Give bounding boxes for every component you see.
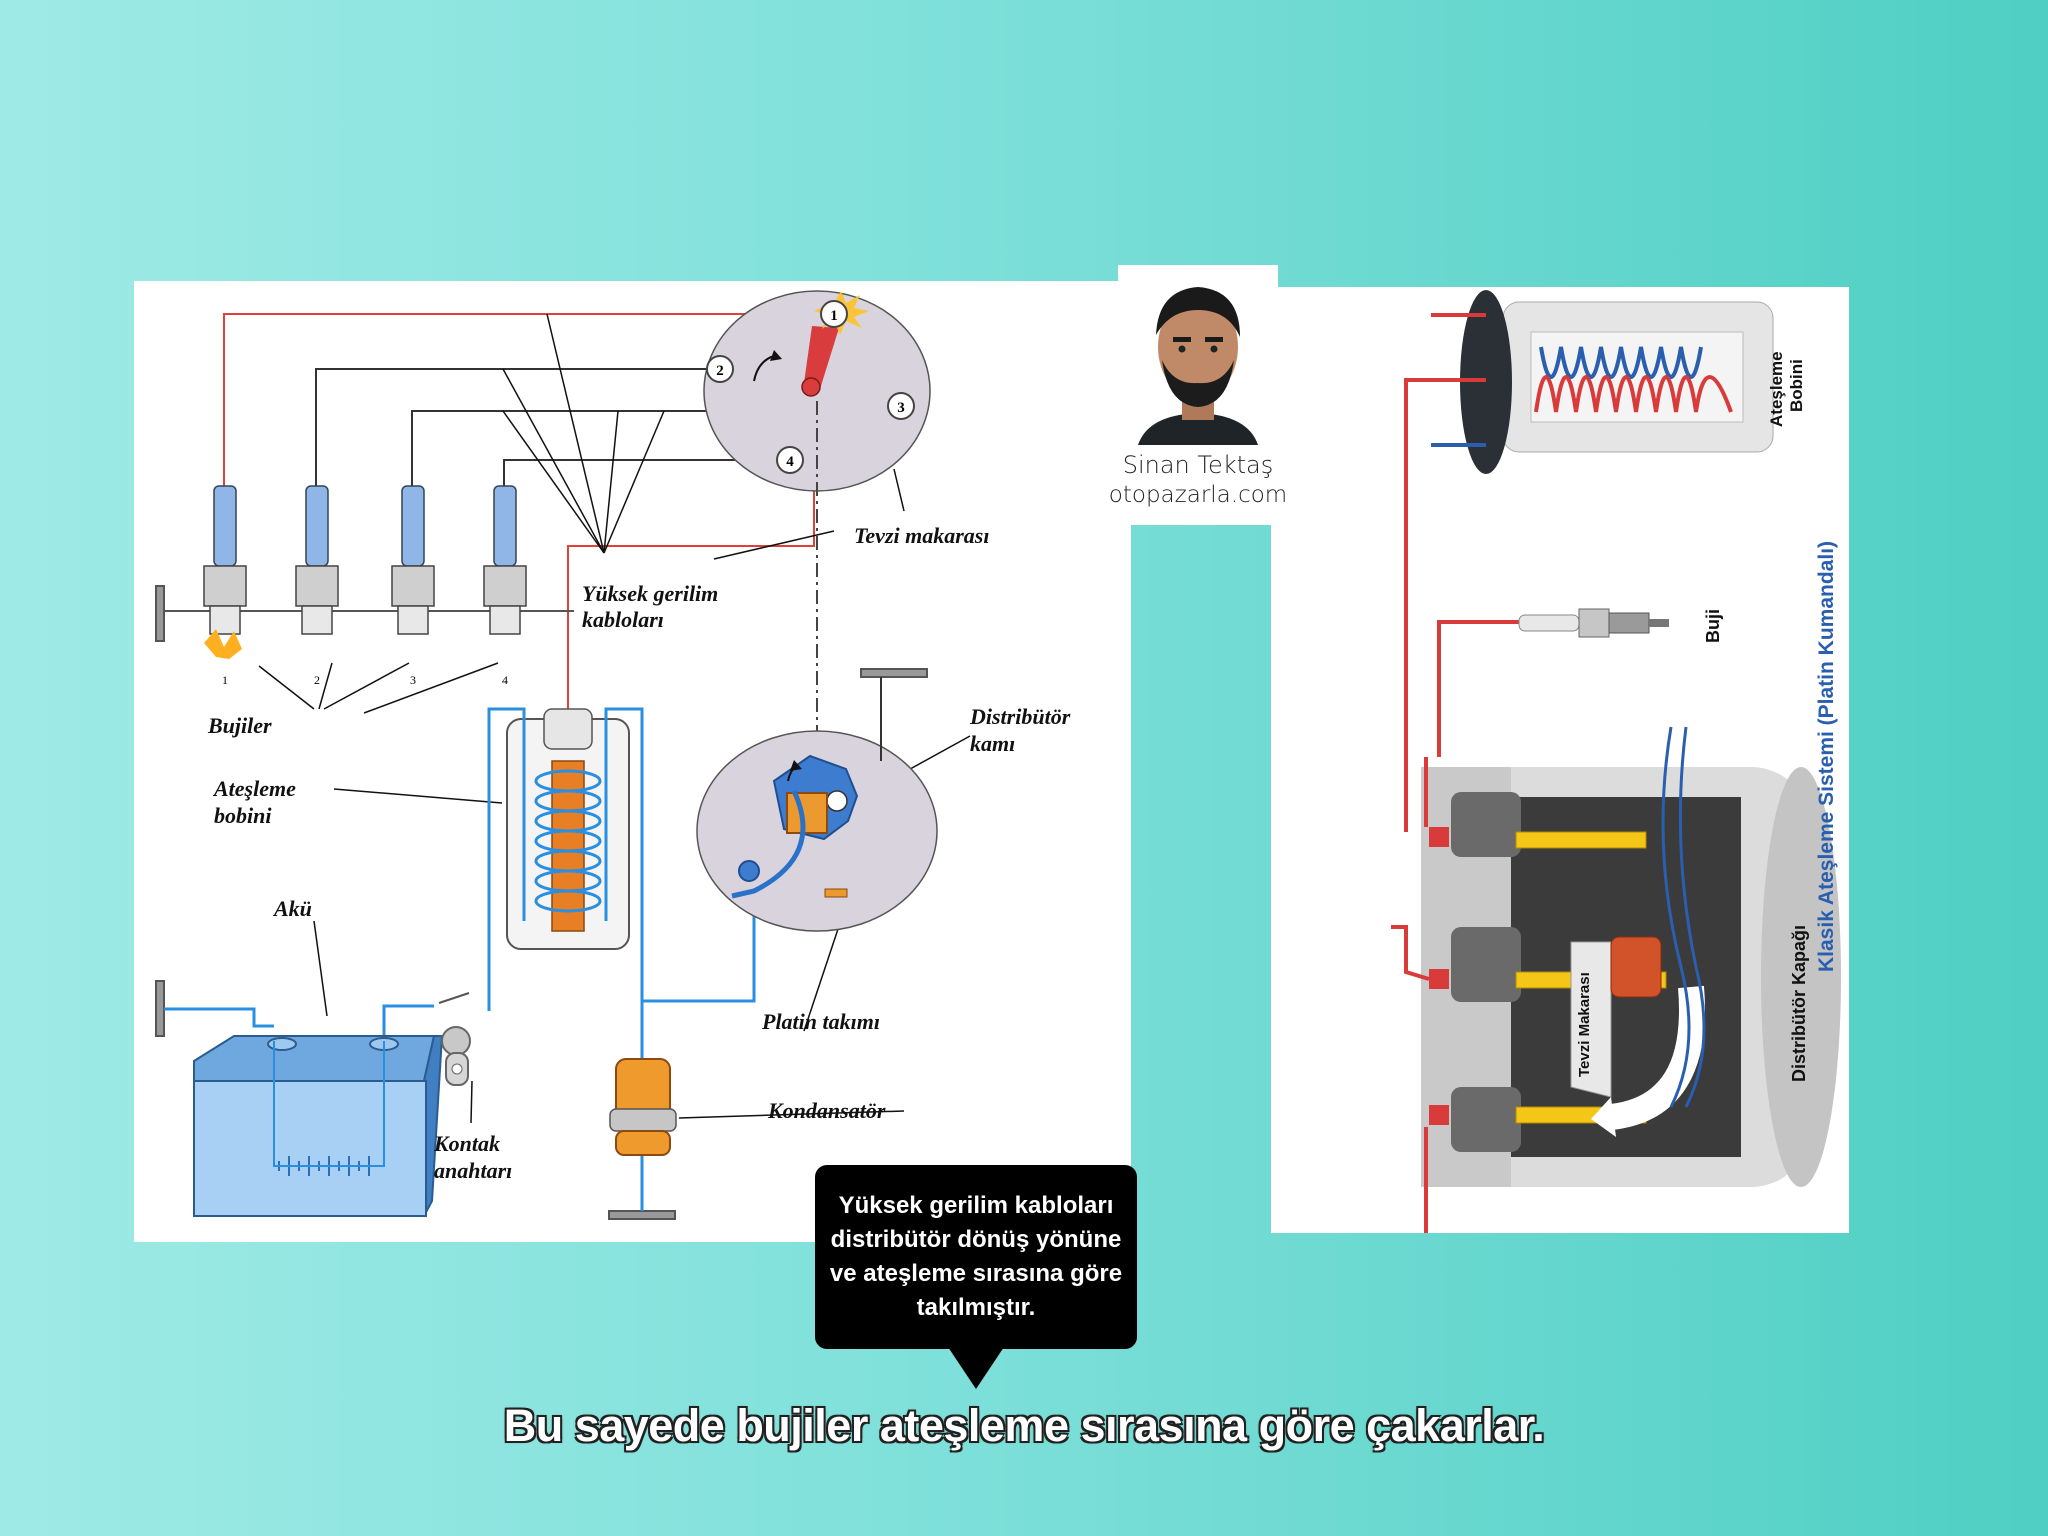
label-battery: Akü (272, 896, 312, 921)
label-condenser: Kondansatör (767, 1098, 886, 1123)
speech-bubble: Yüksek gerilim kabloları distribütör dön… (815, 1165, 1137, 1349)
cap-terminals (1451, 792, 1521, 1152)
presenter-avatar (1118, 265, 1278, 445)
presenter-site: otopazarla.com (1108, 482, 1288, 508)
label-points: Platin takımı (761, 1009, 880, 1034)
label-coil-1: Ateşleme (212, 776, 296, 801)
label-hv-cables-2: kabloları (582, 607, 664, 632)
label-coil-1: Ateşleme (1767, 351, 1786, 427)
ignition-diagram-svg: 1 2 3 4 (155, 290, 1071, 1220)
plug-lead (1437, 620, 1519, 757)
presenter-card: Sinan Tektaş otopazarla.com (1109, 265, 1287, 525)
distributor-cap: 1 2 3 4 (703, 290, 931, 492)
plug-number-2: 2 (314, 673, 320, 687)
rotation-arrow-icon (1609, 985, 1705, 1130)
presenter-name: Sinan Tektaş (1122, 451, 1274, 479)
label-hv-cables-1: Yüksek gerilim (582, 581, 718, 606)
label-key-2: anahtarı (434, 1158, 512, 1183)
label-key-1: Kontak (433, 1131, 500, 1156)
hv-cable-2 (315, 368, 716, 486)
plug-number-4: 4 (502, 673, 508, 687)
label-plug: Buji (1703, 609, 1723, 643)
rotor-arm (804, 326, 839, 389)
label-coil-2: bobini (214, 803, 272, 828)
ignition-key-icon (441, 1026, 471, 1086)
plug-number-3: 3 (410, 673, 416, 687)
spark-plug-2 (295, 485, 339, 635)
hv-cable-1 (223, 313, 834, 486)
ignition-coil (506, 708, 630, 950)
hv-lead (1404, 378, 1486, 832)
leader-lines (258, 313, 971, 1124)
terminal-1: 1 (820, 300, 848, 328)
spark-plug-3 (391, 485, 435, 635)
label-cam-1: Distribütör (969, 704, 1071, 729)
rotation-arrow (753, 355, 775, 382)
diagram-labels: Tevzi makarası Yüksek gerilim kabloları … (207, 523, 1071, 1183)
battery (193, 1035, 444, 1217)
speech-bubble-text: Yüksek gerilim kabloları distribütör dön… (829, 1192, 1123, 1321)
contact-breaker (696, 677, 938, 932)
lv-wire-detail (438, 992, 470, 1004)
spark-plug-icon (1518, 608, 1669, 638)
rotor-head (1610, 936, 1662, 998)
label-cam-2: kamı (970, 731, 1015, 756)
spark-plugs: 1 2 3 4 (203, 485, 527, 687)
label-spark-plugs: Bujiler (207, 713, 272, 738)
spark-plug-4 (483, 485, 527, 635)
breaker-arm (731, 789, 806, 899)
label-rotor: Tevzi Makarası (1576, 972, 1593, 1077)
label-cap: Distribütör Kapağı (1789, 925, 1809, 1082)
hv-cable-4 (503, 459, 790, 486)
ignition-coil-cutaway (1431, 290, 1774, 474)
video-subtitle: Bu sayede bujiler ateşleme sırasına göre… (503, 1400, 1545, 1451)
svg-text:4: 4 (786, 454, 794, 470)
plug-spark-icon (204, 629, 242, 659)
plug-number-1: 1 (222, 673, 228, 687)
label-coil-2: Bobini (1787, 359, 1806, 412)
lv-circuit (164, 707, 784, 1211)
distributor-cutaway (1391, 726, 1841, 1233)
cutaway-svg: Ateşleme Bobini Buji Klasik Ateşleme Sis… (1391, 290, 1841, 1233)
spark-plug-1 (203, 485, 247, 659)
classic-ignition-cutaway: Ateşleme Bobini Buji Klasik Ateşleme Sis… (1271, 287, 1849, 1233)
condenser (609, 1058, 677, 1156)
terminal-2: 2 (706, 355, 734, 383)
ignition-system-diagram: 1 2 3 4 (134, 281, 1131, 1242)
label-distributor-cap: Tevzi makarası (854, 523, 989, 548)
svg-text:2: 2 (716, 363, 724, 379)
label-system-title: Klasik Ateşleme Sistemi (Platin Kumandal… (1815, 541, 1838, 972)
svg-text:1: 1 (830, 308, 838, 324)
terminal-3: 3 (887, 392, 915, 420)
terminal-4: 4 (776, 446, 804, 474)
distributor-cam (786, 792, 828, 834)
speech-bubble-tail (948, 1347, 1004, 1389)
svg-text:3: 3 (897, 400, 905, 416)
